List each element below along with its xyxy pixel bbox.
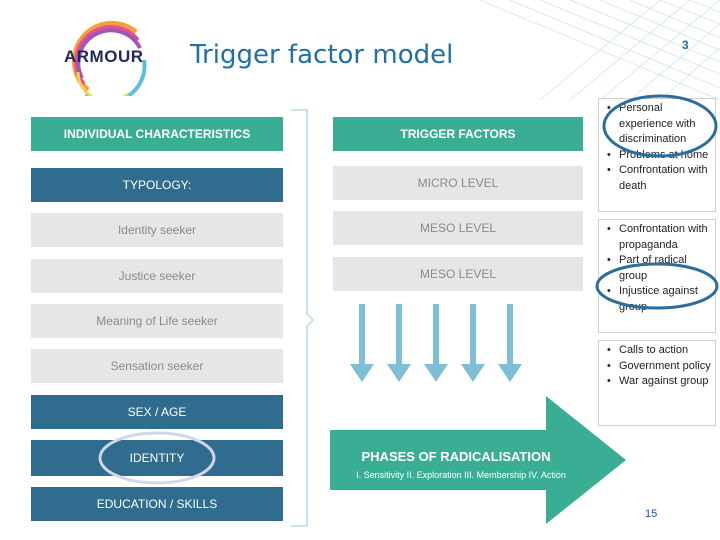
down-arrow-icon <box>461 304 485 382</box>
logo-text: ARMOUR <box>64 47 144 67</box>
down-arrow-icon <box>498 304 522 382</box>
education-skills-box: EDUCATION / SKILLS <box>31 487 283 521</box>
meso-level-box-2: MESO LEVEL <box>333 257 583 291</box>
micro-level-box: MICRO LEVEL <box>333 166 583 200</box>
sex-age-box: SEX / AGE <box>31 395 283 429</box>
grouping-bracket <box>291 109 315 527</box>
individual-characteristics-header: INDIVIDUAL CHARACTERISTICS <box>31 117 283 151</box>
list-item: Personal experience with discrimination <box>605 101 711 148</box>
list-item: War against group <box>605 374 711 390</box>
type-justice-seeker: Justice seeker <box>31 259 283 293</box>
slide-number: 15 <box>645 508 658 520</box>
typology-header: TYPOLOGY: <box>31 168 283 202</box>
list-item: Problems at home <box>605 148 711 164</box>
list-item: Injustice against group <box>605 284 711 315</box>
list-item: Government policy <box>605 359 711 375</box>
list-item: Part of radical group <box>605 253 711 284</box>
meso-level-box-1: MESO LEVEL <box>333 211 583 245</box>
meso-level-examples: Confrontation with propaganda Part of ra… <box>598 219 716 333</box>
page-title: Trigger factor model <box>190 40 454 70</box>
list-item: Calls to action <box>605 343 711 359</box>
trigger-factors-header: TRIGGER FACTORS <box>333 117 583 151</box>
logo-wordmark: ARMOUR <box>64 47 144 66</box>
type-meaning-of-life-seeker: Meaning of Life seeker <box>31 304 283 338</box>
phases-title: PHASES OF RADICALISATION <box>361 449 551 464</box>
type-sensation-seeker: Sensation seeker <box>31 349 283 383</box>
down-arrow-icon <box>424 304 448 382</box>
decorative-corner-lines <box>480 0 720 100</box>
down-arrows <box>350 304 522 382</box>
armour-logo <box>71 20 147 96</box>
macro-level-examples: Calls to action Government policy War ag… <box>598 340 716 426</box>
list-item: Confrontation with propaganda <box>605 222 711 253</box>
type-identity-seeker: Identity seeker <box>31 213 283 247</box>
micro-level-examples: Personal experience with discrimination … <box>598 98 716 212</box>
page-number: 3 <box>682 38 689 52</box>
phases-subtitle: I. Sensitivity II. Exploration III. Memb… <box>356 470 566 480</box>
down-arrow-icon <box>387 304 411 382</box>
identity-box: IDENTITY <box>31 440 283 476</box>
down-arrow-icon <box>350 304 374 382</box>
phases-arrow <box>330 396 626 524</box>
list-item: Confrontation with death <box>605 163 711 194</box>
